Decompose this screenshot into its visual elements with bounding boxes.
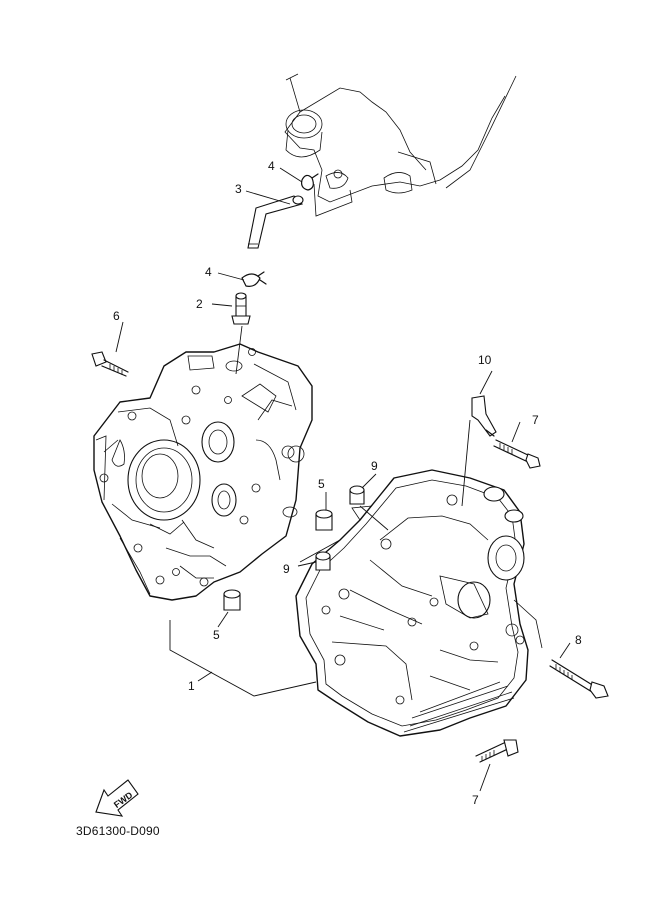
bolt-8 <box>549 659 609 699</box>
callout-9-lower: 9 <box>283 562 290 576</box>
callout-8: 8 <box>575 633 582 647</box>
callout-10: 10 <box>478 353 492 367</box>
callout-5-lower: 5 <box>213 628 220 642</box>
callout-7-upper: 7 <box>532 413 539 427</box>
dowel-pin-5-lower <box>223 589 241 611</box>
callout-3: 3 <box>235 182 242 196</box>
right-crankcase-half <box>295 469 543 737</box>
hose-clip-upper <box>301 173 319 191</box>
callout-6: 6 <box>113 309 120 323</box>
fwd-arrow-icon: FWD <box>95 779 139 817</box>
callout-2: 2 <box>196 297 203 311</box>
breather-hose <box>247 195 304 249</box>
bolt-7-lower <box>475 739 519 763</box>
dowel-pin-9-lower <box>315 551 331 571</box>
cylinder-head-outline <box>284 73 517 217</box>
hose-clip-lower <box>241 271 267 287</box>
leader-lines <box>115 167 571 792</box>
callout-4-lower: 4 <box>205 265 212 279</box>
drawing-code: 3D61300-D090 <box>76 824 160 838</box>
callout-5-upper: 5 <box>318 477 325 491</box>
callout-7-lower: 7 <box>472 793 479 807</box>
bolt-7-upper <box>493 439 541 469</box>
bolt-6 <box>91 351 129 377</box>
breather-fitting <box>231 292 251 325</box>
dowel-pin-5-upper <box>315 509 333 531</box>
callout-1: 1 <box>188 679 195 693</box>
left-crankcase-half <box>93 343 313 601</box>
dowel-pin-9-upper <box>349 485 365 505</box>
callout-9-upper: 9 <box>371 459 378 473</box>
callout-4-upper: 4 <box>268 159 275 173</box>
callout-numbers: 1 2 3 4 4 5 5 6 7 7 8 9 9 10 <box>113 159 582 807</box>
bracket <box>471 395 497 437</box>
